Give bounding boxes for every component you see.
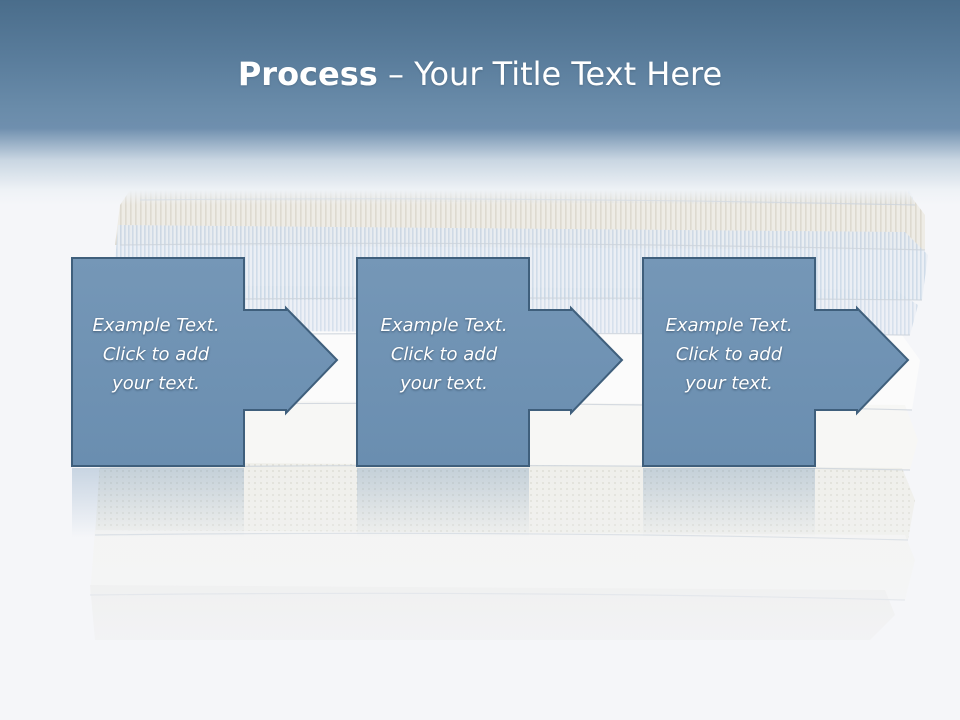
- step-2-line-2: Click to add: [390, 344, 498, 365]
- step-3-line-3: your text.: [685, 373, 773, 394]
- header-band: [0, 0, 960, 205]
- step-2-line-1: Example Text.: [380, 315, 508, 336]
- step-1-line-1: Example Text.: [92, 315, 220, 336]
- step-3-line-1: Example Text.: [665, 315, 793, 336]
- step-3-line-2: Click to add: [675, 344, 783, 365]
- step-1-text[interactable]: Example Text. Click to add your text.: [70, 311, 242, 398]
- step-3-shape[interactable]: [642, 257, 910, 467]
- step-2-reflection: [357, 468, 529, 538]
- step-3-text[interactable]: Example Text. Click to add your text.: [643, 311, 815, 398]
- step-1-line-2: Click to add: [102, 344, 210, 365]
- step-1-reflection: [72, 468, 244, 538]
- step-1-shape[interactable]: [71, 257, 339, 467]
- step-2-line-3: your text.: [400, 373, 488, 394]
- step-2-text[interactable]: Example Text. Click to add your text.: [358, 311, 530, 398]
- slide-title[interactable]: Process – Your Title Text Here: [0, 52, 960, 96]
- step-2-shape[interactable]: [356, 257, 624, 467]
- title-bold: Process: [237, 55, 378, 93]
- title-rest: – Your Title Text Here: [377, 55, 723, 93]
- step-1-line-3: your text.: [112, 373, 200, 394]
- step-3-reflection: [643, 468, 815, 538]
